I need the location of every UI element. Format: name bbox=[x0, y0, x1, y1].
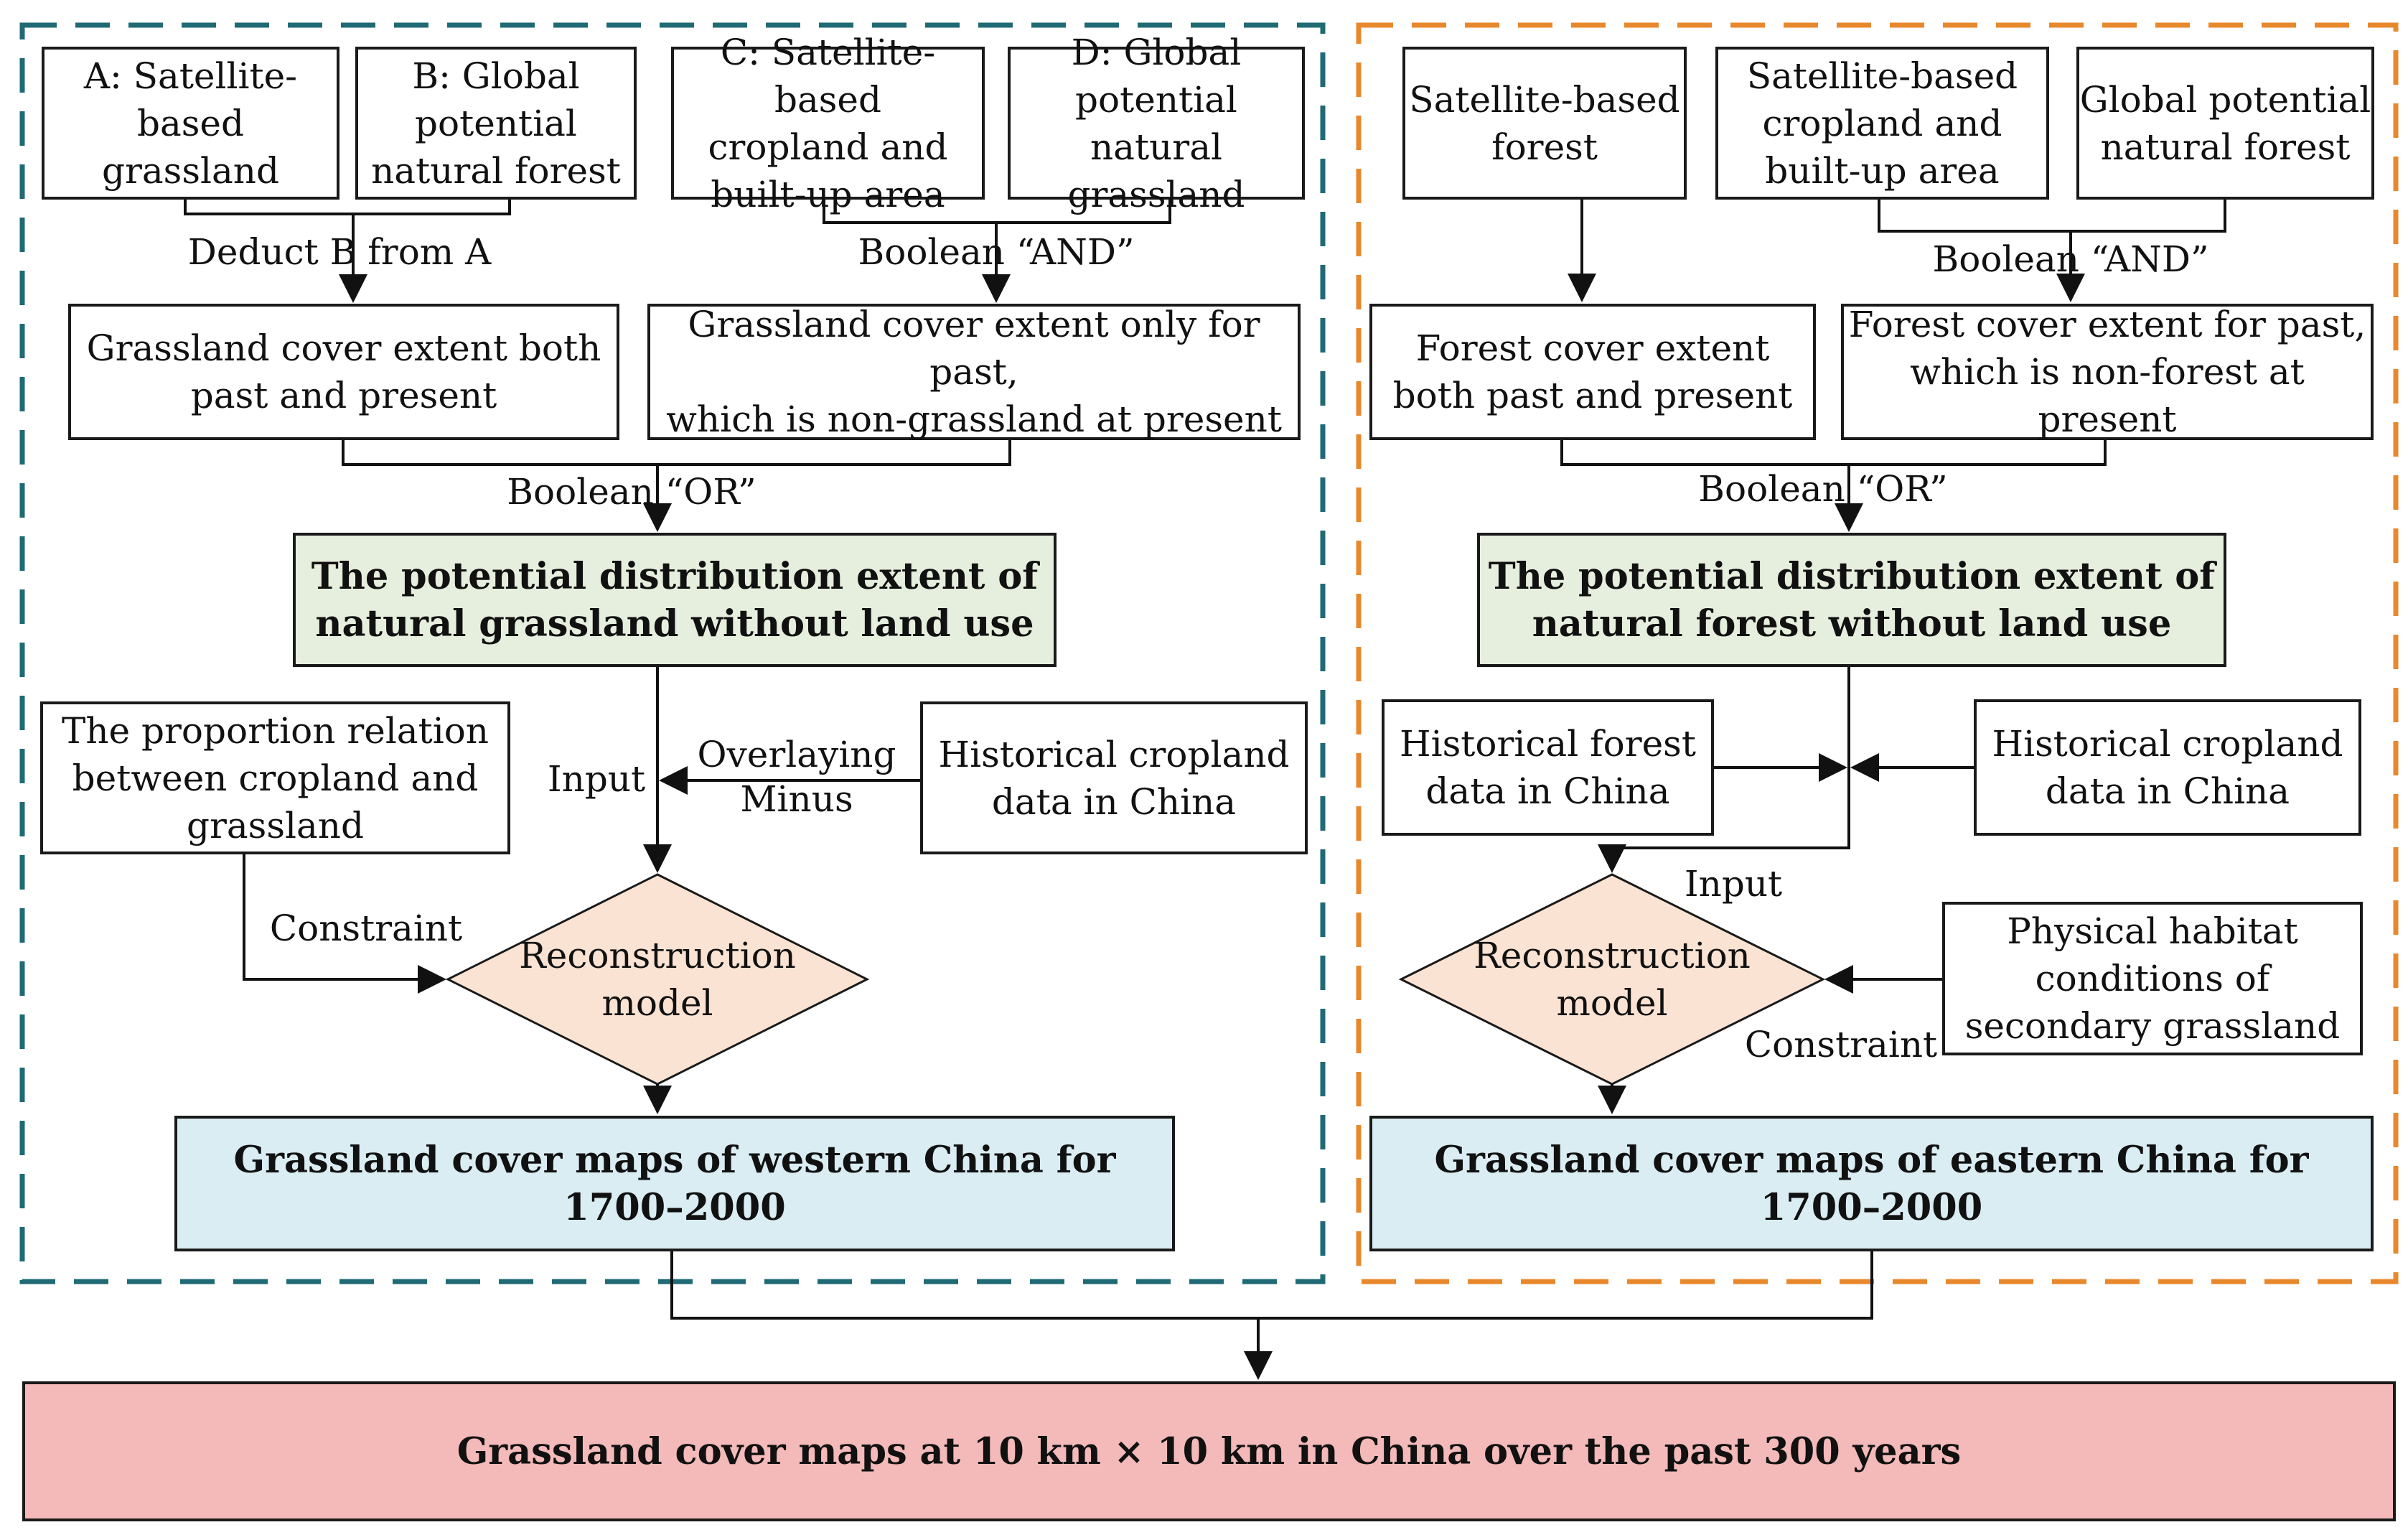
final-result: Grassland cover maps at 10 km × 10 km in… bbox=[22, 1381, 2396, 1521]
east-connector-or bbox=[1560, 440, 2107, 466]
east-input-global-forest-label: Global potential natural forest bbox=[2079, 78, 2371, 168]
east-and-label: Boolean “AND” bbox=[1932, 238, 2209, 280]
west-constraint-label: Constraint bbox=[269, 908, 463, 949]
west-connector-or bbox=[342, 440, 1011, 466]
east-past-only-extent: Forest cover extent for past, which is n… bbox=[1841, 304, 2374, 440]
west-reconstruction-model: Reconstruction model bbox=[519, 935, 796, 1024]
east-result-label: Grassland cover maps of eastern China fo… bbox=[1434, 1138, 2309, 1229]
west-past-only-extent: Grassland cover extent only for past, wh… bbox=[647, 304, 1301, 440]
west-input-satellite-grassland: A: Satellite- based grassland bbox=[42, 47, 339, 200]
west-potential-extent-label: The potential distribution extent of nat… bbox=[311, 554, 1039, 645]
east-historical-forest: Historical forest data in China bbox=[1382, 699, 1714, 836]
west-connector-ab bbox=[184, 200, 511, 215]
east-past-only-extent-label: Forest cover extent for past, which is n… bbox=[1848, 304, 2366, 440]
west-and-label: Boolean “AND” bbox=[858, 231, 1135, 273]
east-potential-extent: The potential distribution extent of nat… bbox=[1477, 533, 2226, 667]
west-input-global-grassland: D: Global potential natural grassland bbox=[1008, 32, 1305, 215]
east-habitat-conditions: Physical habitat conditions of secondary… bbox=[1942, 902, 2363, 1055]
west-overlaying-label: Overlaying Minus bbox=[697, 734, 896, 820]
west-input-cropland-label: C: Satellite-based cropland and built-up… bbox=[708, 31, 948, 215]
east-input-cropland-label: Satellite-based cropland and built-up ar… bbox=[1746, 55, 2018, 192]
west-past-only-extent-label: Grassland cover extent only for past, wh… bbox=[666, 304, 1282, 440]
west-historical-cropland-label: Historical cropland data in China bbox=[938, 733, 1290, 823]
east-connector-and bbox=[1878, 200, 2226, 233]
west-input-label: Input bbox=[547, 758, 646, 800]
east-input-satellite-forest-label: Satellite-based forest bbox=[1409, 78, 1680, 168]
west-result-label: Grassland cover maps of western China fo… bbox=[233, 1138, 1116, 1229]
east-historical-cropland-label: Historical cropland data in China bbox=[1992, 723, 2343, 812]
west-arrow-constraint bbox=[243, 854, 446, 994]
east-frame bbox=[1356, 22, 2399, 1284]
east-or-label: Boolean “OR” bbox=[1698, 468, 1948, 510]
west-or-label: Boolean “OR” bbox=[507, 471, 756, 513]
east-constraint-label: Constraint bbox=[1744, 1024, 1938, 1065]
west-input-global-forest-label: B: Global potential natural forest bbox=[371, 55, 621, 192]
west-deduct-label: Deduct B from A bbox=[187, 231, 492, 273]
west-proportion-relation: The proportion relation between cropland… bbox=[40, 701, 510, 854]
west-result: Grassland cover maps of western China fo… bbox=[174, 1116, 1175, 1251]
east-historical-forest-label: Historical forest data in China bbox=[1400, 723, 1696, 812]
east-input-label: Input bbox=[1684, 863, 1783, 905]
west-potential-extent: The potential distribution extent of nat… bbox=[293, 533, 1057, 667]
east-connector-input bbox=[1612, 667, 1850, 849]
west-both-extent-label: Grassland cover extent both past and pre… bbox=[86, 327, 601, 416]
west-proportion-relation-label: The proportion relation between cropland… bbox=[61, 709, 489, 846]
east-input-cropland: Satellite-based cropland and built-up ar… bbox=[1715, 47, 2049, 200]
east-habitat-conditions-label: Physical habitat conditions of secondary… bbox=[1964, 910, 2341, 1047]
final-result-label: Grassland cover maps at 10 km × 10 km in… bbox=[456, 1429, 1962, 1473]
east-reconstruction-model: Reconstruction model bbox=[1474, 935, 1751, 1024]
west-historical-cropland: Historical cropland data in China bbox=[920, 701, 1308, 854]
east-both-extent-label: Forest cover extent both past and presen… bbox=[1392, 327, 1793, 416]
west-input-cropland: C: Satellite-based cropland and built-up… bbox=[671, 32, 985, 215]
west-input-global-grassland-label: D: Global potential natural grassland bbox=[1067, 31, 1245, 215]
east-both-extent: Forest cover extent both past and presen… bbox=[1369, 304, 1816, 440]
east-input-satellite-forest: Satellite-based forest bbox=[1402, 47, 1687, 200]
west-input-global-forest: B: Global potential natural forest bbox=[355, 47, 637, 200]
west-both-extent: Grassland cover extent both past and pre… bbox=[68, 304, 619, 440]
east-historical-cropland: Historical cropland data in China bbox=[1974, 699, 2361, 836]
east-potential-extent-label: The potential distribution extent of nat… bbox=[1488, 554, 2216, 645]
east-input-global-forest: Global potential natural forest bbox=[2076, 47, 2374, 200]
east-result: Grassland cover maps of eastern China fo… bbox=[1369, 1116, 2374, 1251]
west-input-satellite-grassland-label: A: Satellite- based grassland bbox=[83, 55, 298, 192]
final-connector bbox=[670, 1251, 1873, 1320]
